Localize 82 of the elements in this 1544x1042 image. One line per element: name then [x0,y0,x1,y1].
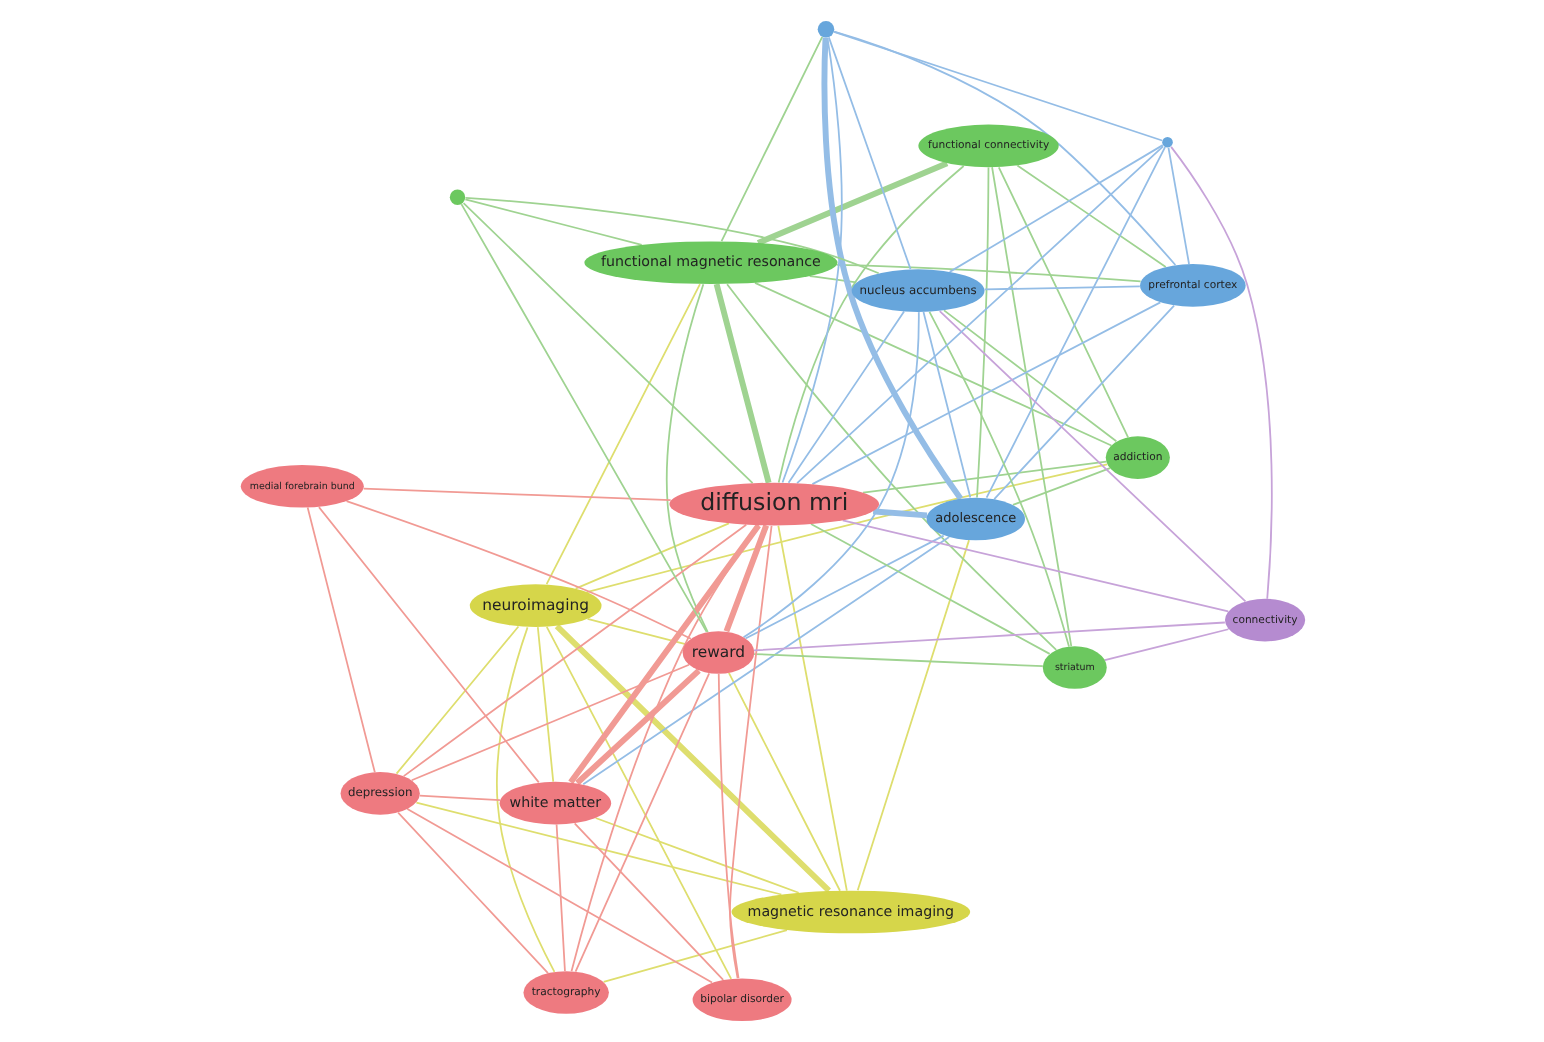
connector [593,817,799,894]
connector [809,523,1050,655]
connector [567,523,760,784]
node-ellipse: diffusion mri [668,482,879,526]
connector [544,283,700,586]
connector [405,808,712,984]
connector [553,624,830,893]
connector [727,672,840,892]
connector [795,145,1163,484]
connector [417,794,500,801]
connector [921,311,971,499]
connector [942,309,1117,443]
connector [840,519,1229,613]
connector [396,811,548,974]
connector [807,275,857,284]
connector [572,822,724,981]
connector [947,144,1163,273]
connector [990,166,1072,648]
node-circle [1161,136,1172,148]
connector [573,522,729,590]
connector [581,536,949,786]
connector [984,146,1165,499]
connector [832,30,1176,266]
connector [743,534,944,640]
connector [394,625,519,775]
connector [584,463,1108,594]
connector [820,37,963,501]
connector [996,166,1128,439]
connector [459,203,707,633]
connector [574,668,700,786]
connector [753,281,1112,447]
connector [752,653,1043,668]
connector [728,524,772,980]
node-circle [816,21,834,38]
node-circle [448,189,465,205]
connector [786,310,904,484]
connector [361,487,671,502]
connector [305,506,375,774]
connector [719,35,823,243]
connector [780,36,842,484]
connector [461,202,753,485]
connector [755,160,948,246]
connector [401,523,747,777]
connector [344,500,691,640]
connector [712,283,771,484]
connector [1169,146,1272,600]
connector [937,310,1246,603]
connector [1102,628,1229,661]
connector [573,672,710,973]
connector [554,823,565,972]
connector [1166,146,1189,265]
connector [535,626,554,783]
connector [725,283,1057,651]
connector [871,508,927,519]
connector [544,625,732,980]
connector [835,263,1141,283]
connector [463,196,879,275]
connector [414,801,782,896]
connector [569,524,759,973]
connector [463,198,642,246]
connector [826,36,911,270]
connector [585,618,686,645]
connector [975,166,989,499]
connector [664,283,708,633]
connector [861,460,1107,494]
connector [752,621,1225,652]
connector [992,304,1174,500]
connector [716,673,739,980]
connector [409,663,689,782]
connector [601,929,787,983]
connector [1015,164,1166,268]
connector [722,524,769,633]
connector [810,301,1161,486]
connector [1011,467,1110,506]
connector [832,31,1162,142]
connector [855,539,969,892]
connector [741,311,919,639]
connector [776,165,964,484]
connector [495,626,555,973]
connector [776,524,847,892]
connector [317,506,539,784]
connector [983,285,1140,291]
